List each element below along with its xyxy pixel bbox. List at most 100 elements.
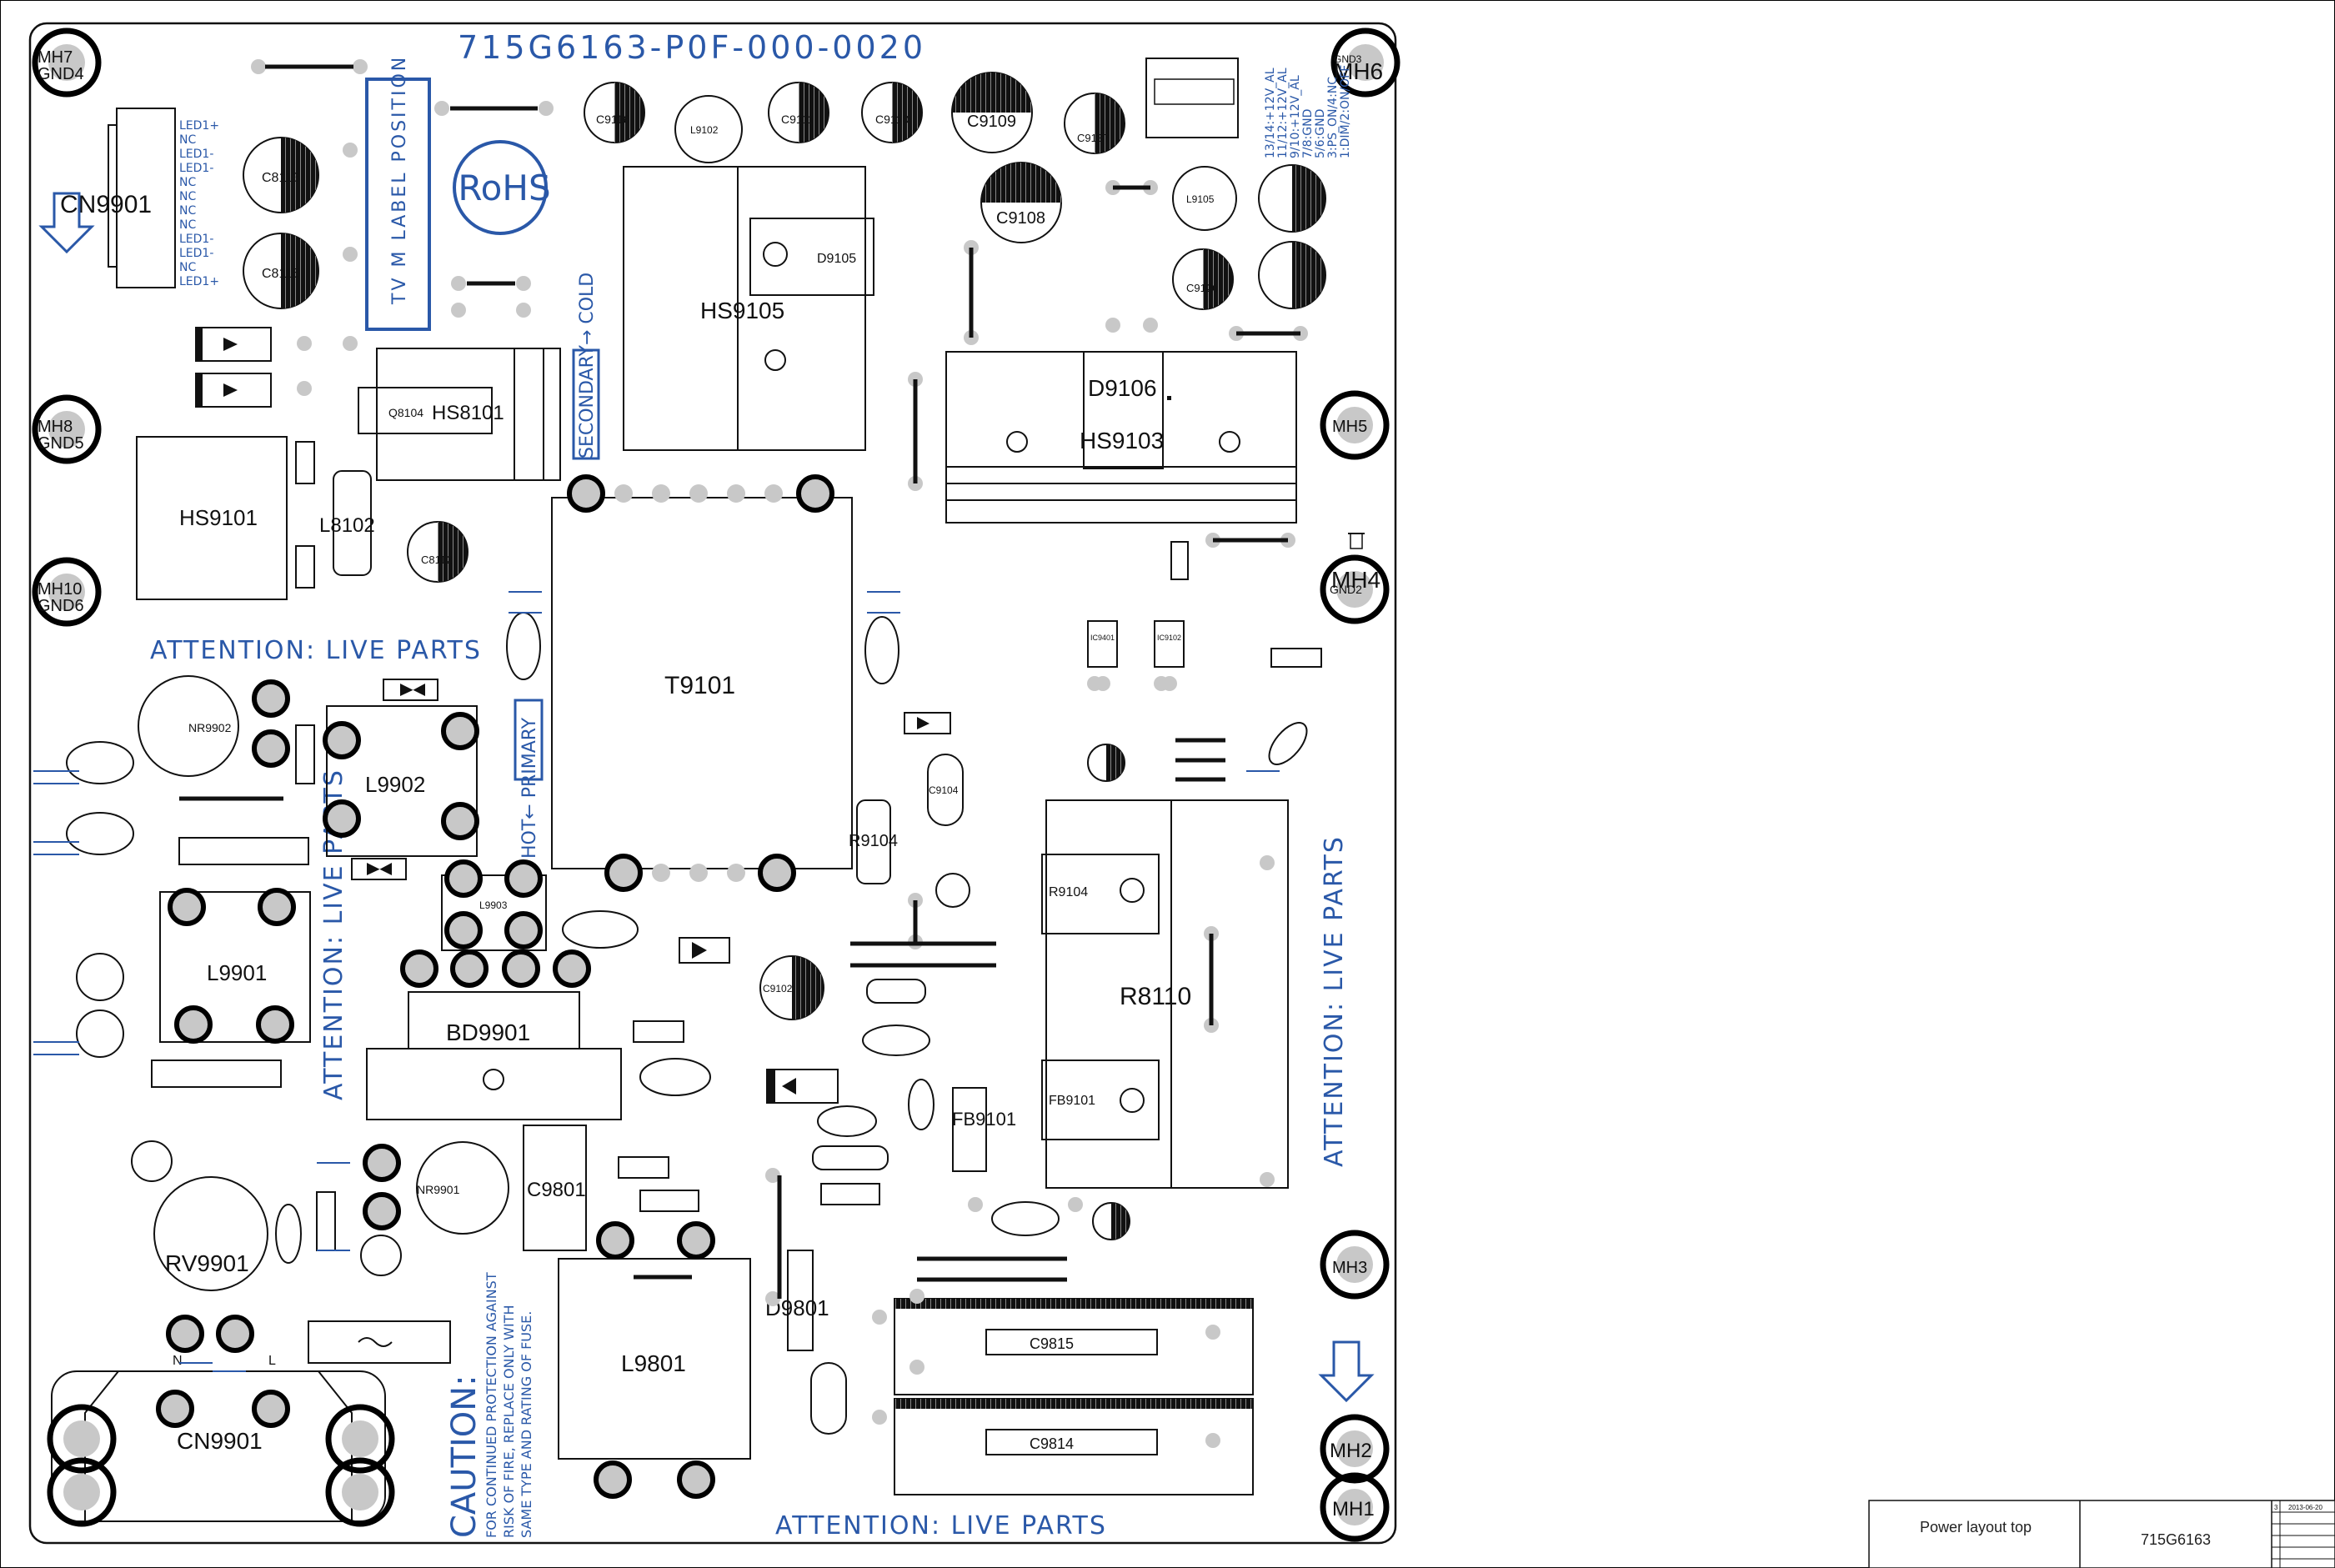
svg-text:D9105: D9105 xyxy=(817,252,856,266)
svg-text:C8112: C8112 xyxy=(421,554,452,566)
fuse-icon xyxy=(308,1320,451,1364)
c9801-capacitor: C9801 xyxy=(523,1125,587,1251)
svg-text:HS9101: HS9101 xyxy=(179,505,258,530)
svg-text:BD9901: BD9901 xyxy=(446,1019,530,1045)
svg-text:MH10: MH10 xyxy=(38,580,82,599)
hs9105-heatsink: HS9105 D9105 xyxy=(623,166,874,451)
svg-text:MH1: MH1 xyxy=(1332,1498,1375,1520)
mounting-hole-mh5: MH5 xyxy=(1323,393,1386,457)
diode-icon xyxy=(195,327,951,1104)
svg-text:RoHS: RoHS xyxy=(458,168,550,208)
hs9103-heatsink: D9106 HS9103 xyxy=(945,351,1297,524)
rv9901-varistor: RV9901 xyxy=(153,1176,268,1350)
svg-text:NC: NC xyxy=(179,218,196,232)
l9801-inductor: L9801 xyxy=(558,1224,751,1496)
mounting-hole-mh2: MH2 xyxy=(1323,1417,1386,1480)
svg-text:HS9103: HS9103 xyxy=(1080,428,1164,453)
part-number: 715G6163-P0F-000-0020 xyxy=(458,29,926,66)
svg-text:13/14:+12V_AL: 13/14:+12V_AL xyxy=(1264,68,1277,158)
svg-text:C8115: C8115 xyxy=(262,267,300,281)
cap-small-1 xyxy=(1087,744,1125,782)
svg-text:3:PS_ON/4:NC: 3:PS_ON/4:NC xyxy=(1326,77,1340,158)
cap-c9102: C9102 xyxy=(759,955,824,1020)
mounting-hole-mh1: MH1 xyxy=(1323,1475,1386,1539)
cap-c9108: C9108 xyxy=(980,162,1062,243)
pad-field xyxy=(251,59,1308,1448)
l9902-inductor: L9902 xyxy=(325,705,477,857)
r9104-resistor: NR9901 R9104 xyxy=(849,799,898,884)
svg-text:SAME TYPE AND RATING OF FUSE.: SAME TYPE AND RATING OF FUSE. xyxy=(519,1311,534,1538)
svg-text:7/8:GND: 7/8:GND xyxy=(1301,109,1315,158)
mounting-hole-mh3: MH3 xyxy=(1323,1233,1386,1296)
svg-text:MH8: MH8 xyxy=(38,418,73,436)
cap-c9116: C9116 xyxy=(584,82,645,143)
board-outline xyxy=(28,22,1397,1545)
hs8101-heatsink: R8110 HS8101 Q8104 xyxy=(358,348,561,481)
cn8501-connector: LED1+ NC LED1- LED1- NC NC NC NC LED1- L… xyxy=(60,108,219,288)
svg-text:CAUTION:: CAUTION: xyxy=(445,1375,484,1538)
svg-text:L9105: L9105 xyxy=(1186,193,1215,205)
nr9901-thermistor: NR9901 xyxy=(365,1141,509,1235)
svg-text:GND3: GND3 xyxy=(1334,53,1362,65)
attention-label-1: ATTENTION: LIVE PARTS xyxy=(150,636,482,665)
cap-small-2 xyxy=(1092,1202,1130,1240)
svg-text:GND5: GND5 xyxy=(38,434,84,453)
svg-text:C9801: C9801 xyxy=(527,1179,586,1201)
svg-text:IC9401: IC9401 xyxy=(1090,634,1115,642)
svg-text:FB9101: FB9101 xyxy=(952,1109,1016,1130)
svg-text:9/10:+12V_AL: 9/10:+12V_AL xyxy=(1289,75,1302,158)
svg-text:MH3: MH3 xyxy=(1332,1259,1367,1277)
cap-c8112: C8112 xyxy=(407,521,469,583)
svg-text:C9116: C9116 xyxy=(596,113,629,126)
svg-text:IC9102: IC9102 xyxy=(1157,634,1181,642)
svg-text:LED1-: LED1- xyxy=(179,233,213,246)
svg-text:LED1+: LED1+ xyxy=(179,275,219,288)
svg-text:R8110: R8110 xyxy=(1120,983,1191,1010)
svg-text:N: N xyxy=(173,1354,183,1368)
svg-text:HOT← PRIMARY: HOT← PRIMARY xyxy=(519,717,540,859)
c9814-heatsink: C9814 xyxy=(894,1398,1254,1495)
svg-text:NC: NC xyxy=(179,261,196,274)
cap-right-2 xyxy=(1258,241,1326,309)
cap-c9109: C9109 xyxy=(951,72,1033,153)
l8102-inductor: HS9101 xyxy=(136,436,288,600)
mounting-hole-mh8: MH8 GND5 xyxy=(35,398,98,461)
svg-text:1:DIM/2:ON/OFF: 1:DIM/2:ON/OFF xyxy=(1339,65,1352,158)
cap-c9120: C9120 xyxy=(1172,248,1234,310)
cap-c9137: C9137 xyxy=(1064,93,1125,154)
c9104-capacitor: C9104 xyxy=(927,754,964,826)
svg-text:C9102: C9102 xyxy=(763,983,793,994)
cap-c9111: C9111 xyxy=(768,82,829,143)
svg-text:C9110: C9110 xyxy=(875,113,909,126)
secondary-cold-label: SECONDARY→ COLD xyxy=(572,273,600,460)
svg-text:11/12:+12V_AL: 11/12:+12V_AL xyxy=(1276,68,1290,158)
svg-text:CN9901: CN9901 xyxy=(60,191,152,218)
svg-text:NR9902: NR9902 xyxy=(188,721,232,734)
caution-block: CAUTION: FOR CONTINUED PROTECTION AGAINS… xyxy=(445,1272,534,1538)
svg-text:C9104: C9104 xyxy=(929,784,959,796)
l9903-inductor: L9903 xyxy=(441,862,547,951)
cn9101-pin-legend: 13/14:+12V_AL 11/12:+12V_AL 9/10:+12V_AL… xyxy=(1264,65,1352,158)
svg-text:RISK OF FIRE, REPLACE ONLY WIT: RISK OF FIRE, REPLACE ONLY WITH xyxy=(501,1305,517,1538)
svg-text:FB9101: FB9101 xyxy=(1049,1094,1095,1108)
svg-text:LED1-: LED1- xyxy=(179,162,213,175)
svg-text:HS8101: HS8101 xyxy=(432,402,504,424)
hs9101-heatsink: R8110 R9104 FB9101 xyxy=(1041,799,1289,1189)
svg-text:LED1-: LED1- xyxy=(179,247,213,260)
t9101-transformer: T9101 xyxy=(551,477,853,889)
svg-text:HS9105: HS9105 xyxy=(700,298,784,323)
svg-text:GND2: GND2 xyxy=(1330,583,1362,596)
attention-label-3: ATTENTION: LIVE PARTS xyxy=(1320,835,1349,1167)
resistor-icon xyxy=(151,441,1322,1251)
ic-group: IC9401 IC9102 xyxy=(1087,58,1239,668)
mounting-hole-mh6: MH6 GND3 xyxy=(1334,31,1397,94)
svg-text:L9901: L9901 xyxy=(207,960,267,985)
r8110-resistor: L8102 xyxy=(319,470,375,576)
svg-text:C8113: C8113 xyxy=(262,171,300,185)
svg-text:C9108: C9108 xyxy=(996,209,1045,228)
cap-c8113: C8113 xyxy=(243,137,319,213)
fb9101-ferrite: FB9101 xyxy=(952,1087,1016,1172)
svg-text:MH7: MH7 xyxy=(38,48,73,67)
svg-text:TV M LABEL POSITION: TV M LABEL POSITION xyxy=(389,55,410,305)
